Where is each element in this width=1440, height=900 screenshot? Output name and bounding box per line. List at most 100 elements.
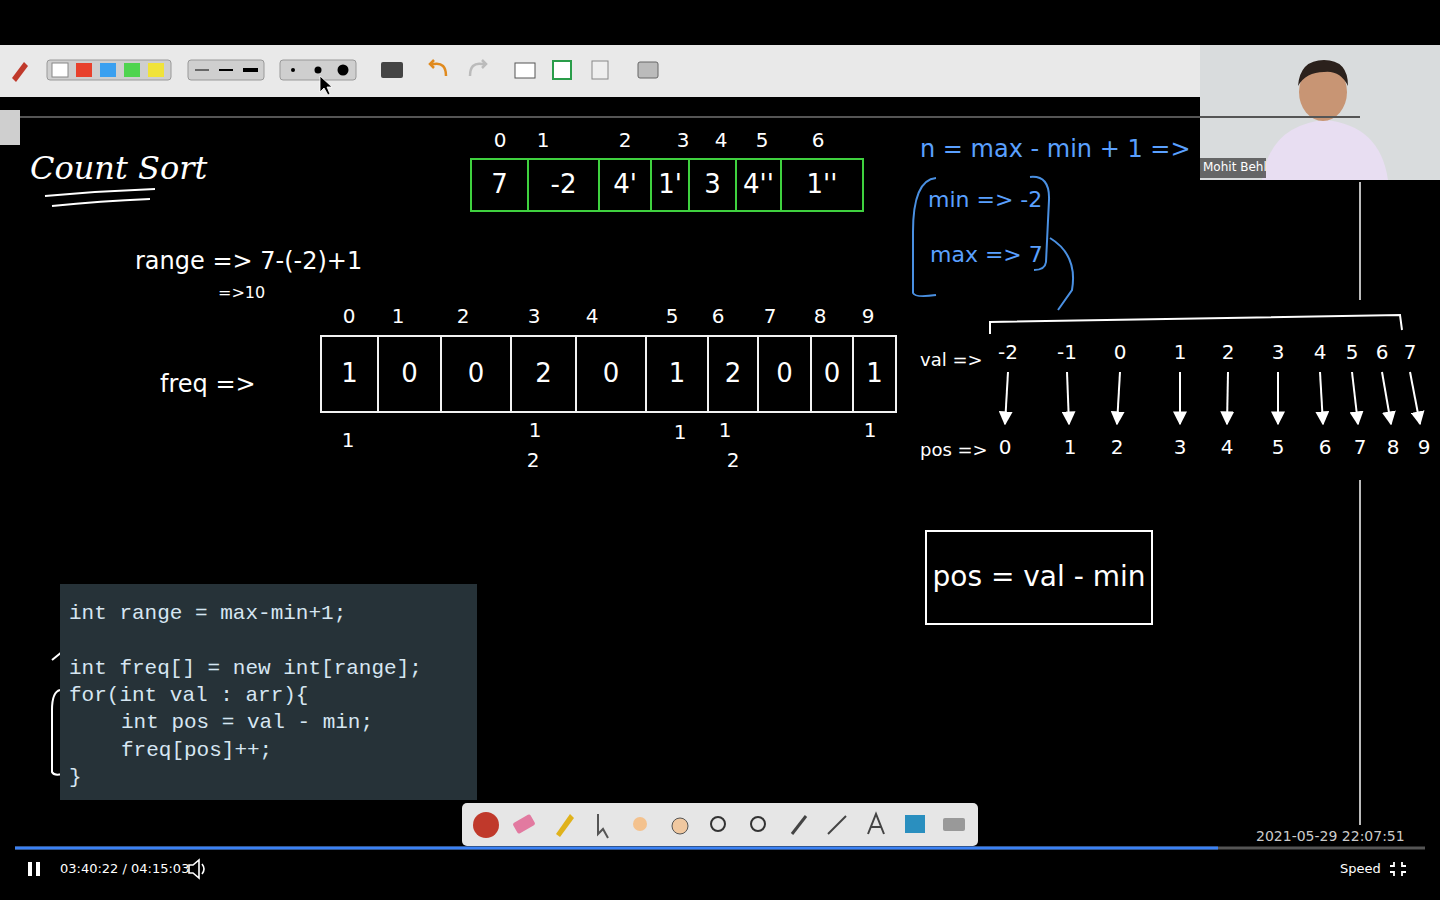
- range-note: range => 7-(-2)+1: [135, 248, 362, 276]
- code-line: int pos = val - min;: [121, 711, 373, 735]
- mapping-arrow: [1117, 372, 1120, 424]
- value-number: -1: [1057, 341, 1077, 364]
- line-sample: [243, 68, 258, 72]
- cell-value: 0: [603, 359, 620, 389]
- redo-icon: [470, 60, 486, 76]
- mapping-arrow: [1320, 372, 1323, 424]
- tally-number: 1: [674, 421, 687, 444]
- color-swatch: [52, 63, 68, 77]
- freq-cell: 2: [510, 335, 577, 413]
- line-sample: [219, 69, 233, 71]
- title-underline: [45, 189, 155, 196]
- freq-cell: 1: [852, 335, 897, 413]
- laser-tool: [633, 817, 647, 831]
- speed-button: Speed: [1340, 862, 1381, 877]
- text-tool: [868, 814, 884, 834]
- position-number: 9: [1418, 436, 1431, 459]
- tally-number: 1: [529, 419, 542, 442]
- cell-value: 2: [725, 359, 742, 389]
- value-number: 7: [1404, 341, 1417, 364]
- array-cell: 4': [598, 158, 652, 212]
- mapping-arrow: [1410, 372, 1420, 424]
- index-number: 9: [862, 305, 875, 328]
- freq-cell: 2: [707, 335, 759, 413]
- presenter-body: [1262, 120, 1388, 180]
- array-cell: 4'': [735, 158, 782, 212]
- cell-value: 0: [776, 359, 793, 389]
- array-cell: 1'': [780, 158, 864, 212]
- hand-tool: [672, 818, 688, 834]
- progress-fill: [15, 847, 1218, 850]
- row-label: val =>: [920, 350, 983, 371]
- cell-value: 2: [535, 359, 552, 389]
- keyboard-tool: [943, 818, 965, 831]
- array-cell: 3: [688, 158, 737, 212]
- pen-tool: [473, 812, 499, 838]
- min-note: min => -2: [928, 187, 1042, 212]
- tally-number: 2: [727, 449, 740, 472]
- timestamp: 2021-05-29 22:07:51: [1256, 828, 1405, 844]
- code-line: int freq[] = new int[range];: [69, 657, 422, 681]
- code-line: freq[pos]++;: [121, 739, 272, 763]
- mouse-cursor: [320, 76, 332, 95]
- value-number: 6: [1376, 341, 1389, 364]
- index-number: 6: [812, 129, 825, 152]
- array-cell: 7: [470, 158, 529, 212]
- array-cell: 1': [650, 158, 690, 212]
- select-tool: [598, 814, 608, 838]
- max-note: max => 7: [930, 242, 1043, 267]
- index-number: 7: [764, 305, 777, 328]
- presenter-hair: [1298, 60, 1348, 86]
- image-tool: [905, 815, 925, 833]
- pause-icon: [36, 862, 40, 876]
- dot-sample: [338, 65, 349, 76]
- side-tab: [0, 110, 20, 145]
- formula-box: pos = val - min: [925, 530, 1153, 625]
- color-swatch: [148, 63, 164, 77]
- code-line: int range = max-min+1;: [69, 602, 346, 626]
- cell-value: 3: [704, 170, 721, 200]
- page-title: Count Sort: [30, 150, 207, 187]
- cell-value: 0: [824, 359, 841, 389]
- time-display: 03:40:22 / 04:15:03: [60, 862, 189, 877]
- index-number: 2: [457, 305, 470, 328]
- row-label: pos =>: [920, 440, 988, 461]
- index-number: 5: [666, 305, 679, 328]
- index-number: 6: [712, 305, 725, 328]
- brush-tool: [792, 816, 806, 834]
- position-number: 5: [1272, 436, 1285, 459]
- index-number: 4: [586, 305, 599, 328]
- zoom-out-tool: [751, 817, 765, 831]
- cell-value: 1: [669, 359, 686, 389]
- top-bar: [0, 0, 1440, 45]
- color-picker: [47, 60, 171, 80]
- position-number: 2: [1111, 436, 1124, 459]
- position-number: 1: [1064, 436, 1077, 459]
- formula-note: n = max - min + 1 =>: [920, 136, 1191, 164]
- freq-cell: 0: [377, 335, 442, 413]
- cell-value: 0: [468, 359, 485, 389]
- mapping-arrow: [1227, 372, 1228, 424]
- cell-value: 1': [658, 170, 682, 200]
- dot-sample: [315, 67, 322, 74]
- pause-icon: [28, 862, 32, 876]
- name-tag: [1200, 158, 1266, 178]
- progress-track: [15, 847, 1425, 850]
- cell-value: 1'': [807, 170, 838, 200]
- eraser-tool: [512, 814, 535, 834]
- cell-value: 1: [866, 359, 883, 389]
- range-bracket: [990, 315, 1402, 334]
- freq-cell: 1: [645, 335, 709, 413]
- color-swatch: [100, 63, 116, 77]
- value-number: 2: [1222, 341, 1235, 364]
- pen-icon: [12, 62, 28, 82]
- page-icon: [553, 61, 571, 79]
- cell-value: 7: [491, 170, 508, 200]
- freq-cell: 0: [440, 335, 512, 413]
- position-number: 6: [1319, 436, 1332, 459]
- title-underline: [52, 199, 150, 206]
- position-number: 7: [1354, 436, 1367, 459]
- dot-size-picker: [280, 60, 356, 80]
- index-number: 1: [392, 305, 405, 328]
- mapping-arrow: [1179, 372, 1181, 424]
